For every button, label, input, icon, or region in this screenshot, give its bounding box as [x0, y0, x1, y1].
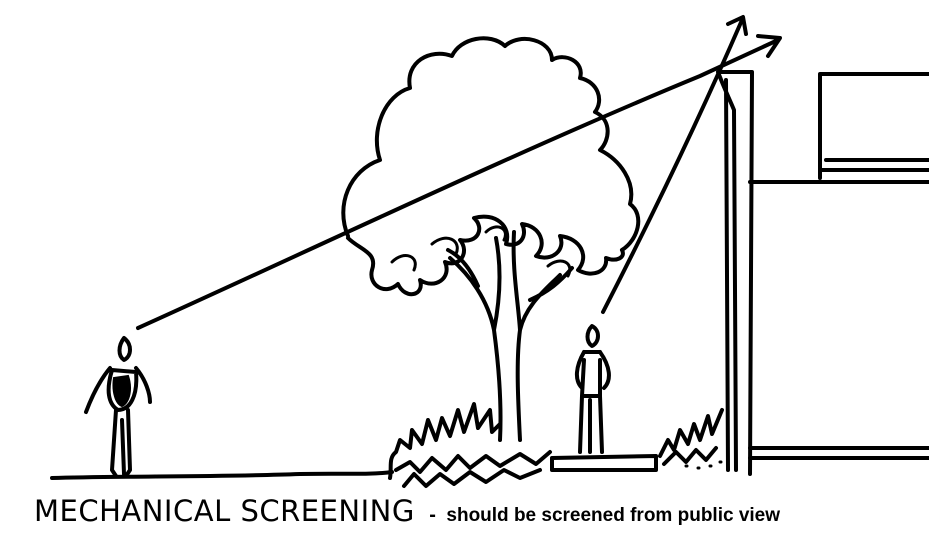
ground-line: [52, 472, 392, 478]
caption: MECHANICAL SCREENING - should be screene…: [34, 494, 780, 528]
sight-line-near: [603, 20, 742, 312]
shrub-right-dots: [686, 462, 721, 468]
caption-title: MECHANICAL SCREENING: [34, 494, 415, 528]
shrub-left: [390, 404, 550, 486]
near-viewer-figure: [577, 326, 609, 452]
building-pilaster: [718, 72, 752, 474]
rooftop-mechanical-unit: [820, 74, 929, 178]
caption-separator: -: [429, 504, 436, 526]
building-base-line: [750, 448, 929, 458]
caption-description: should be screened from public view: [446, 505, 780, 526]
tree-foliage-lower: [348, 217, 623, 295]
shrub-right: [660, 410, 722, 464]
sight-line-distant: [138, 40, 778, 328]
distant-viewer-figure: [86, 338, 150, 476]
tree-foliage-inner: [392, 227, 570, 276]
planter-box: [552, 456, 656, 470]
